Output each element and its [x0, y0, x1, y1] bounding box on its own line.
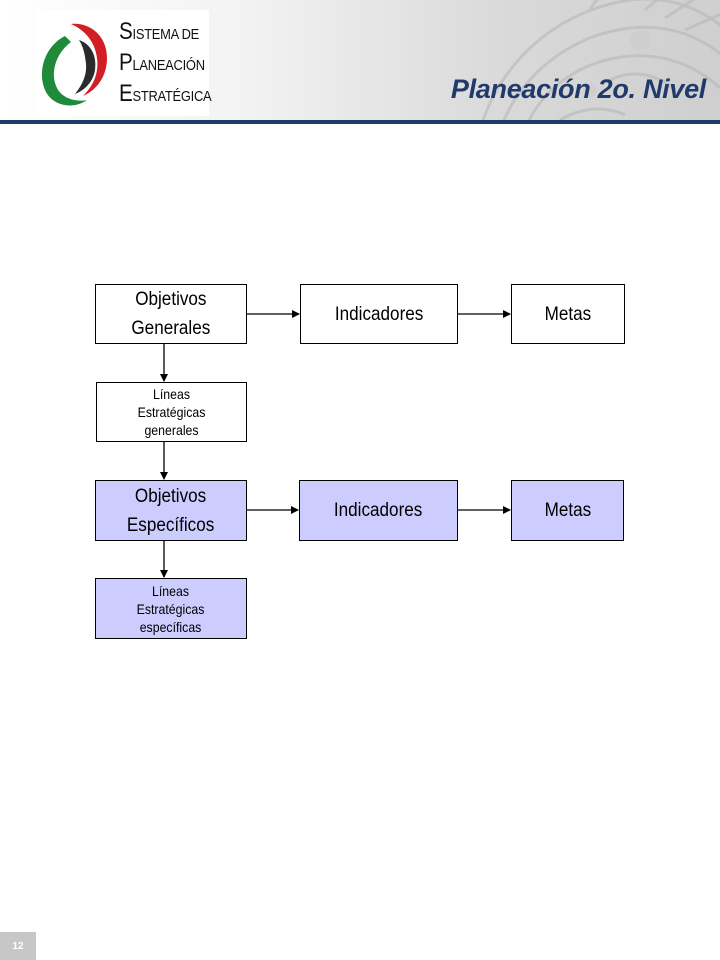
node-label: Líneas Estratégicas generales — [137, 386, 206, 438]
logo-initial-s: S — [119, 18, 133, 45]
page-number: 12 — [0, 932, 36, 960]
node-objetivos-especificos: Objetivos Específicos — [95, 480, 247, 541]
logo-mark-icon — [41, 23, 107, 106]
logo-line-1: ISTEMA DE — [132, 26, 200, 43]
page-title: Planeación 2o. Nivel — [450, 74, 706, 104]
header-divider — [0, 120, 720, 124]
header-banner: SISTEMA DE PLANEACIÓN ESTRATÉGICA Planea… — [0, 0, 720, 120]
node-label: Metas — [544, 303, 592, 325]
eagle-emblem-icon — [481, 0, 720, 120]
node-label: Objetivos Específicos — [127, 485, 215, 536]
node-metas-2: Metas — [511, 480, 624, 541]
node-indicadores-1: Indicadores — [300, 284, 458, 344]
logo: SISTEMA DE PLANEACIÓN ESTRATÉGICA — [35, 10, 212, 116]
node-lineas-estrategicas-generales: Líneas Estratégicas generales — [96, 382, 247, 442]
node-label: Indicadores — [334, 500, 423, 521]
node-indicadores-2: Indicadores — [299, 480, 458, 541]
node-label: Objetivos Generales — [131, 289, 211, 339]
node-metas-1: Metas — [511, 284, 625, 344]
logo-wordmark: SISTEMA DE PLANEACIÓN ESTRATÉGICA — [119, 18, 212, 111]
logo-line-2: LANEACIÓN — [132, 57, 205, 74]
node-label: Metas — [544, 500, 591, 521]
node-label: Indicadores — [334, 303, 424, 325]
node-label: Líneas Estratégicas específicas — [137, 582, 205, 635]
node-lineas-estrategicas-especificas: Líneas Estratégicas específicas — [95, 578, 247, 639]
logo-initial-e: E — [119, 80, 133, 107]
logo-initial-p: P — [119, 49, 133, 76]
logo-line-3: STRATÉGICA — [132, 88, 212, 105]
node-objetivos-generales: Objetivos Generales — [95, 284, 247, 344]
